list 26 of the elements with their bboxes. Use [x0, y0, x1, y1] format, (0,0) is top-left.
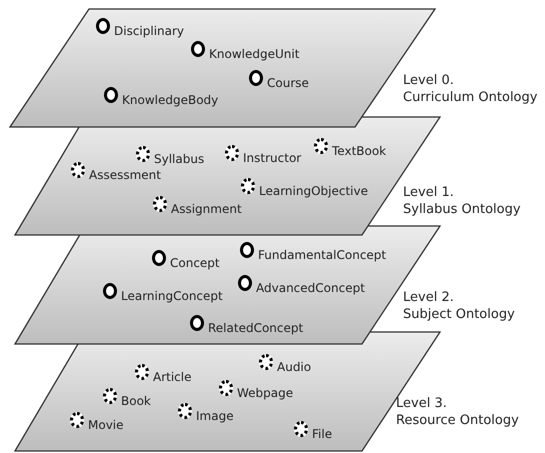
class-label: FundamentalConcept: [258, 248, 386, 262]
class-label: RelatedConcept: [208, 321, 304, 335]
class-label: Assignment: [171, 202, 242, 216]
class-label: Movie: [88, 418, 124, 432]
class-label: Course: [267, 76, 309, 90]
class-label: Concept: [170, 256, 220, 270]
class-label: KnowledgeBody: [122, 93, 218, 107]
level-label: Level 1. Syllabus Ontology: [403, 184, 521, 218]
class-label: Syllabus: [154, 152, 204, 166]
class-label: LearningObjective: [259, 184, 368, 198]
class-label: Article: [153, 370, 192, 384]
class-label: Instructor: [243, 151, 302, 165]
class-label: Audio: [277, 360, 312, 374]
class-label: Assessment: [89, 168, 161, 182]
level-label: Level 3. Resource Ontology: [396, 395, 519, 429]
class-label: Webpage: [237, 386, 294, 400]
level-label: Level 0. Curriculum Ontology: [403, 72, 538, 106]
class-label: LearningConcept: [121, 289, 223, 303]
level-label: Level 2. Subject Ontology: [403, 289, 515, 323]
class-label: TextBook: [332, 144, 386, 158]
class-label: Image: [196, 409, 234, 423]
class-label: AdvancedConcept: [256, 281, 365, 295]
class-label: KnowledgeUnit: [209, 47, 300, 61]
class-label: Disciplinary: [114, 24, 184, 38]
class-label: File: [312, 427, 332, 441]
class-label: Book: [121, 394, 151, 408]
